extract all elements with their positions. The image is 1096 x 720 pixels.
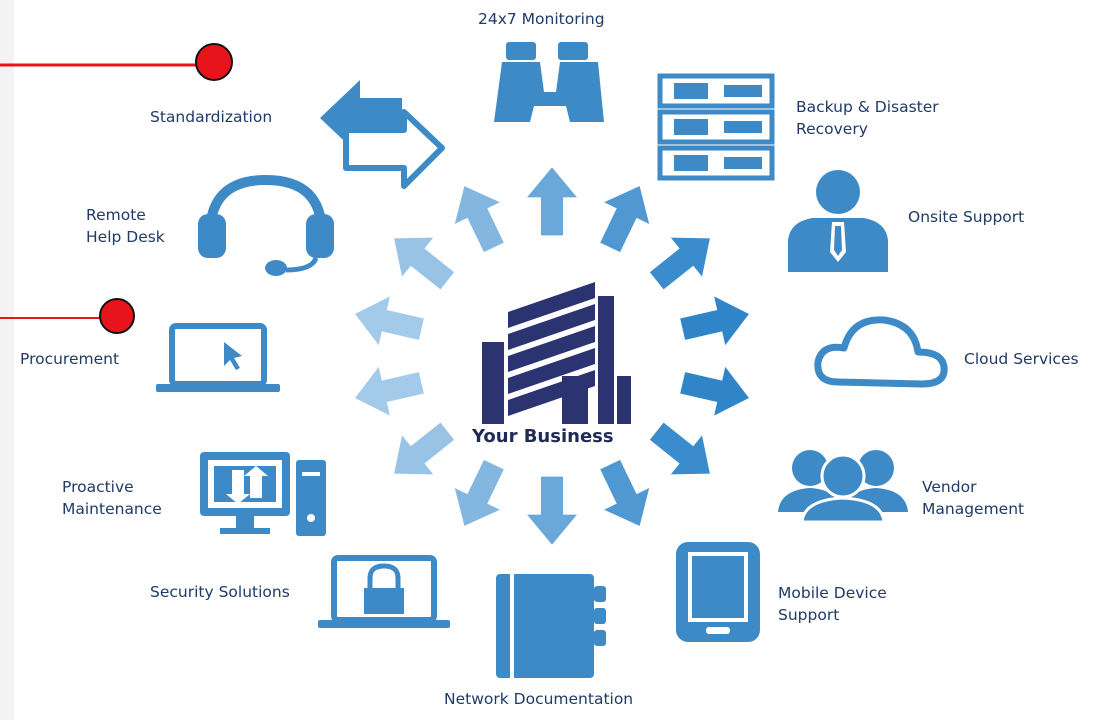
left-edge-strip xyxy=(0,0,14,720)
radial-arrow xyxy=(641,411,726,494)
person-tie-icon xyxy=(788,170,888,272)
notebook-icon xyxy=(496,574,606,678)
annotation-marker-top xyxy=(0,43,233,81)
label-onsite-support: Onsite Support xyxy=(908,208,1025,226)
server-rack-icon xyxy=(657,73,775,181)
radial-arrow xyxy=(378,218,463,301)
laptop-lock-icon xyxy=(318,555,450,628)
radial-arrow xyxy=(587,175,663,259)
label-procurement: Procurement xyxy=(20,350,120,368)
radial-arrow xyxy=(587,453,663,537)
radial-arrow xyxy=(441,175,517,259)
radial-arrow xyxy=(378,411,463,494)
annotation-marker-middle xyxy=(0,298,135,334)
radial-arrow xyxy=(349,289,427,354)
headset-icon xyxy=(198,174,334,276)
radial-arrow xyxy=(677,358,755,423)
radial-arrow xyxy=(677,289,755,354)
desktop-computer-icon xyxy=(200,452,326,536)
label-cloud-services: Cloud Services xyxy=(964,350,1079,368)
binoculars-icon xyxy=(494,42,604,122)
label-24x7-monitoring: 24x7 Monitoring xyxy=(478,10,605,28)
radial-arrow xyxy=(527,167,577,236)
label-standardization: Standardization xyxy=(150,108,273,126)
radial-arrow xyxy=(641,218,726,301)
radial-arrow xyxy=(349,358,427,423)
double-arrow-icon xyxy=(320,80,445,189)
cloud-icon xyxy=(814,316,948,388)
laptop-cursor-icon xyxy=(156,323,280,392)
label-security-solutions: Security Solutions xyxy=(150,583,290,601)
building-icon xyxy=(482,282,631,424)
center-label: Your Business xyxy=(472,426,614,447)
people-group-icon xyxy=(778,450,908,524)
label-network-documentation: Network Documentation xyxy=(444,690,634,708)
radial-arrow xyxy=(527,476,577,545)
mobile-phone-icon xyxy=(676,542,760,642)
radial-arrow xyxy=(441,453,517,537)
